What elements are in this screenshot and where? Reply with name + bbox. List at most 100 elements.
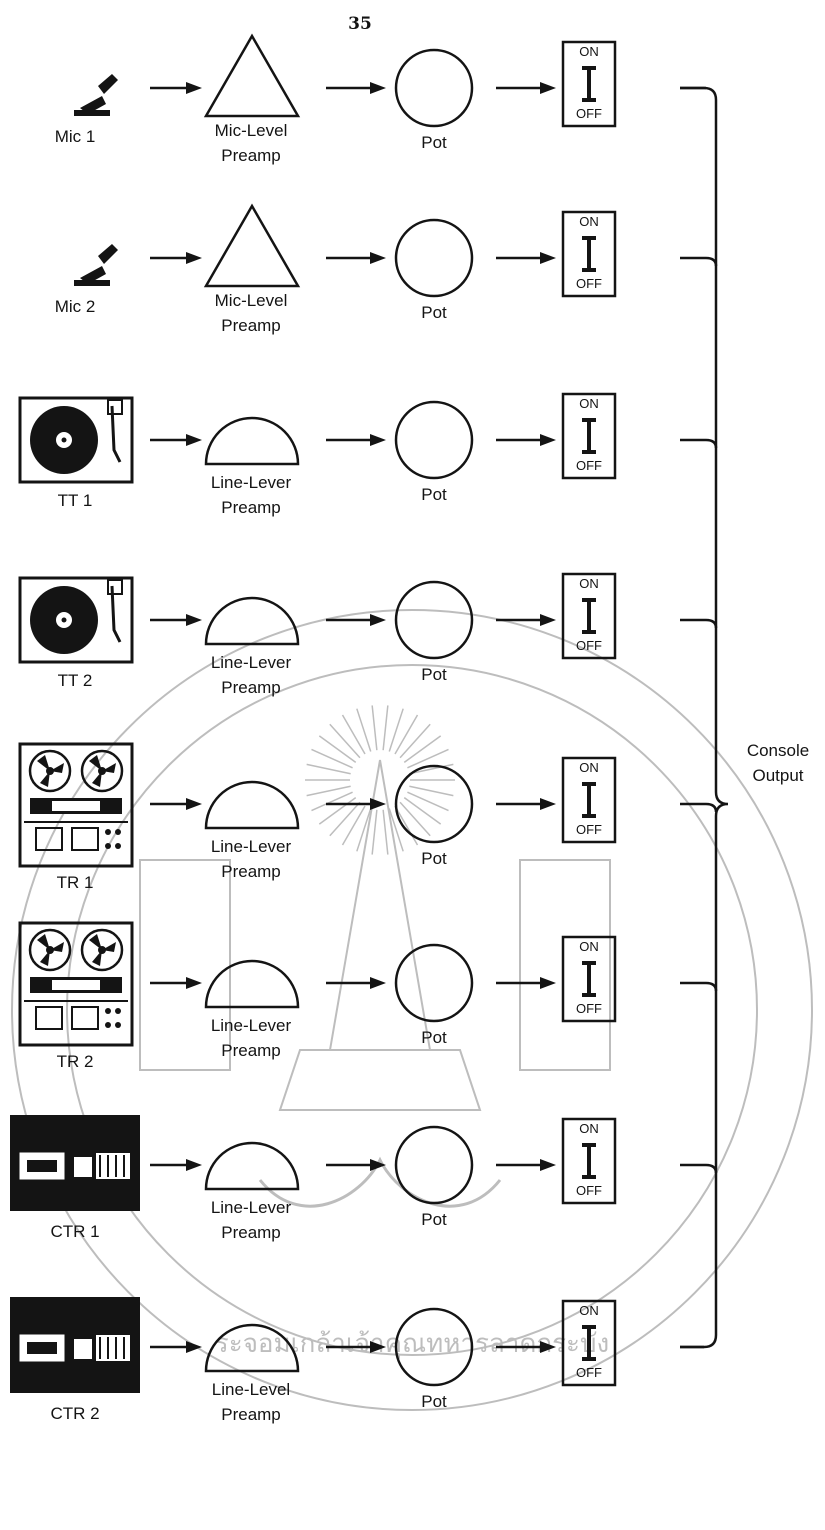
switch-off-label: OFF [564,276,614,291]
signal-arrow-head [186,1341,202,1353]
tape-recorder-knob [115,829,121,835]
tape-recorder-meter-left [36,828,62,850]
tape-recorder-meter-left [36,1007,62,1029]
pot-label: Pot [404,300,464,325]
signal-arrow-head [186,434,202,446]
pot-label: Pot [404,1389,464,1414]
source-label: TT 1 [30,488,120,513]
mic-level-preamp-triangle [206,36,298,116]
tape-head-block [52,980,100,990]
signal-arrow-head [186,798,202,810]
pot-circle [396,1127,472,1203]
pot-label: Pot [404,662,464,687]
signal-arrow-head [370,1341,386,1353]
switch-off-label: OFF [564,106,614,121]
cassette-slot [27,1342,57,1354]
signal-arrow-head [370,977,386,989]
switch-lever [582,238,596,270]
bus-join [706,804,716,812]
tape-reel-spokes [89,934,116,966]
preamp-label: Line-Level Preamp [196,1377,306,1427]
tape-recorder-meter-right [72,828,98,850]
preamp-label: Mic-Level Preamp [196,118,306,168]
pot-label: Pot [404,482,464,507]
switch-lever [582,68,596,100]
pot-circle [396,50,472,126]
signal-arrow-head [540,434,556,446]
preamp-label: Line-Lever Preamp [196,834,306,884]
switch-on-label: ON [564,1303,614,1318]
switch-on-label: ON [564,44,614,59]
signal-arrow-head [186,1159,202,1171]
turntable-spindle [62,618,67,623]
signal-arrow-head [540,798,556,810]
tape-recorder-icon [20,923,132,1045]
switch-lever [582,784,596,816]
signal-arrow-head [370,614,386,626]
tape-recorder-meter-right [72,1007,98,1029]
console-summing-bus [680,88,728,1347]
switch-off-label: OFF [564,638,614,653]
tape-head-block [52,801,100,811]
switch-off-label: OFF [564,1365,614,1380]
tape-recorder-knob [115,1022,121,1028]
microphone-icon [74,244,118,286]
turntable-icon [20,398,132,482]
switch-lever [582,963,596,995]
switch-off-label: OFF [564,822,614,837]
source-label: Mic 1 [30,124,120,149]
console-output-label: Console Output [732,738,824,788]
tape-recorder-knob [115,843,121,849]
switch-on-label: ON [564,576,614,591]
bus-join [706,258,716,266]
bus-join [706,983,716,991]
signal-arrow-head [540,977,556,989]
switch-lever [582,1327,596,1359]
turntable-pivot [108,580,122,594]
source-label: Mic 2 [30,294,120,319]
pot-circle [396,945,472,1021]
signal-arrow-head [186,977,202,989]
signal-arrow-head [370,798,386,810]
signal-arrow-head [540,1159,556,1171]
tape-recorder-knob [115,1008,121,1014]
source-label: TT 2 [30,668,120,693]
pot-label: Pot [404,1025,464,1050]
turntable-pivot [108,400,122,414]
preamp-label: Line-Lever Preamp [196,1195,306,1245]
signal-arrow-head [540,1341,556,1353]
preamp-label: Mic-Level Preamp [196,288,306,338]
pot-circle [396,766,472,842]
pot-circle [396,582,472,658]
switch-lever [582,600,596,632]
tape-reel-spokes [37,755,64,787]
signal-arrow-head [540,614,556,626]
switch-on-label: ON [564,214,614,229]
pot-circle [396,1309,472,1385]
tape-recorder-knob [105,829,111,835]
pot-circle [396,220,472,296]
preamp-label: Line-Lever Preamp [196,1013,306,1063]
switch-lever [582,1145,596,1177]
signal-arrow-head [186,82,202,94]
source-label: TR 1 [30,870,120,895]
mic-base [74,110,110,116]
signal-arrow-head [370,82,386,94]
tape-recorder-knob [105,843,111,849]
source-label: TR 2 [30,1049,120,1074]
cassette-meter [74,1339,92,1359]
mic-body [98,74,118,94]
mic-body [98,244,118,264]
line-level-preamp-semicircle [206,782,298,828]
signal-arrow-head [370,434,386,446]
cassette-deck-icon [10,1297,140,1393]
output-bracket [680,88,728,1347]
signal-arrow-head [186,252,202,264]
bus-join [706,1165,716,1173]
signal-arrow-head [186,614,202,626]
switch-on-label: ON [564,939,614,954]
microphone-icon [74,74,118,116]
switch-lever [582,420,596,452]
switch-on-label: ON [564,760,614,775]
line-level-preamp-semicircle [206,1143,298,1189]
